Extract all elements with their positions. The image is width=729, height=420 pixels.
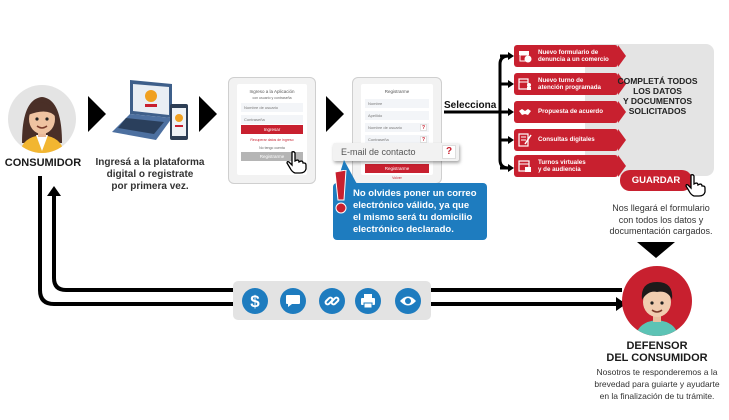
flow-line-to-defender — [38, 176, 618, 306]
warning-icon — [333, 169, 349, 216]
email-placeholder: E-mail de contacto — [341, 147, 416, 157]
option-digital-queries[interactable]: Consultas digitales — [514, 129, 626, 151]
warning-line: No olvides poner un correo — [353, 188, 477, 199]
defender-text-line: brevedad para guiarte y ayudarte — [594, 379, 720, 389]
save-button[interactable]: GUARDAR — [620, 170, 692, 191]
defender-label: DEFENSOR DEL CONSUMIDOR — [592, 340, 722, 364]
step-arrow-3 — [326, 96, 344, 132]
received-text: Nos llegará el formulario con todos los … — [594, 203, 728, 238]
received-line: Nos llegará el formulario — [612, 203, 710, 213]
defender-avatar — [622, 266, 692, 336]
password-field[interactable]: Contraseña — [241, 115, 303, 124]
selector-label: Selecciona — [444, 100, 497, 111]
arrowhead-to-consumer — [47, 186, 61, 196]
defender-text-line: Nosotros te responderemos a la — [596, 367, 718, 377]
register-password-label: Contraseña — [368, 137, 389, 142]
panel-line: COMPLETÁ TODOS — [617, 76, 698, 86]
email-field-popup[interactable]: E-mail de contacto ? — [333, 143, 459, 161]
register-password-field[interactable]: Contraseña? — [365, 135, 429, 144]
register-username-field[interactable]: Nombre de usuario? — [365, 123, 429, 132]
woman-avatar-icon — [20, 97, 64, 153]
register-title: Registrarme — [384, 89, 410, 94]
login-button[interactable]: Ingresar — [241, 125, 303, 134]
step1-text: Ingresá a la plataforma digital o regist… — [90, 157, 210, 193]
login-title: Ingreso a la Aplicación — [249, 89, 295, 94]
option-line: denuncia a un comercio — [538, 56, 609, 63]
calendar-video-icon — [518, 160, 531, 172]
login-subtitle: con usuario y contraseña — [252, 96, 292, 100]
register-button[interactable]: Registrarme — [365, 164, 429, 173]
received-line: con todos los datos y — [618, 214, 704, 225]
step-arrow-1 — [88, 96, 106, 132]
panel-line: LOS DATOS — [633, 86, 682, 96]
step-arrow-2 — [199, 96, 217, 132]
printer-icon[interactable] — [355, 288, 381, 314]
calendar-person-icon — [518, 78, 531, 90]
help-icon[interactable]: ? — [420, 124, 427, 131]
lastname-field[interactable]: Apellido — [365, 111, 429, 120]
document-edit-icon — [518, 133, 532, 147]
defender-label-line: DEL CONSUMIDOR — [606, 352, 708, 364]
hand-cursor-icon — [286, 151, 307, 174]
email-help-icon[interactable]: ? — [442, 145, 456, 159]
hand-cursor-icon — [685, 174, 706, 197]
register-button-login[interactable]: Registrarme — [241, 152, 303, 161]
warning-line: electrónico declarado. — [353, 224, 454, 235]
option-agreement-proposal[interactable]: Propuesta de acuerdo — [514, 101, 626, 123]
defender-label-line: DEFENSOR — [626, 340, 688, 352]
man-avatar-icon — [636, 282, 678, 336]
chat-icon[interactable] — [280, 288, 306, 314]
recover-link[interactable]: Recuperar datos de ingreso — [250, 138, 294, 142]
step1-line: digital o registrate — [106, 169, 194, 180]
received-line: documentación cargados. — [609, 226, 713, 236]
channels-toolbar: $ — [233, 281, 431, 320]
panel-instructions: COMPLETÁ TODOS LOS DATOS Y DOCUMENTOS SO… — [600, 76, 715, 116]
consumer-avatar — [8, 85, 76, 153]
option-line: Nuevo formulario de — [538, 48, 599, 56]
bracket-arrows — [500, 52, 514, 172]
link-icon[interactable] — [319, 288, 345, 314]
defender-text: Nosotros te responderemos a la brevedad … — [585, 366, 729, 402]
option-line: Consultas digitales — [538, 136, 595, 144]
handshake-icon — [519, 109, 531, 115]
no-account-text: No tengo cuenta — [259, 146, 285, 150]
received-down-arrow — [637, 242, 675, 258]
help-icon[interactable]: ? — [420, 136, 427, 143]
username-field[interactable]: Nombre de usuario — [241, 103, 303, 112]
laptop-phone-icon — [112, 78, 194, 146]
step1-line: por primera vez. — [111, 181, 189, 192]
dollar-icon[interactable]: $ — [242, 288, 268, 314]
option-line: Turnos virtuales — [538, 158, 586, 166]
warning-message: No olvides poner un correo electrónico v… — [333, 183, 487, 240]
arrowhead-to-defender — [616, 297, 626, 311]
back-link[interactable]: Volver — [392, 176, 402, 180]
svg-text:$: $ — [250, 292, 260, 310]
consumer-label: CONSUMIDOR — [4, 157, 82, 169]
option-line: atención programada — [538, 84, 601, 91]
flow-line-to-consumer — [52, 194, 622, 292]
panel-line: SOLICITADOS — [628, 106, 687, 116]
store-complaint-icon — [519, 51, 532, 63]
register-username-label: Nombre de usuario — [368, 125, 403, 130]
option-line: Nuevo turno de — [538, 76, 584, 84]
name-field[interactable]: Nombre — [365, 99, 429, 108]
warning-line: el mismo será tu domicilio — [353, 212, 473, 223]
eye-icon[interactable] — [395, 288, 421, 314]
defender-text-line: en la finalización de tu trámite. — [599, 391, 715, 401]
step1-line: Ingresá a la plataforma — [95, 157, 205, 168]
option-line: Propuesta de acuerdo — [538, 108, 603, 116]
option-line: y de audiencia — [538, 166, 581, 173]
panel-line: Y DOCUMENTOS — [622, 96, 693, 106]
warning-line: electrónico válido, ya que — [353, 200, 470, 211]
